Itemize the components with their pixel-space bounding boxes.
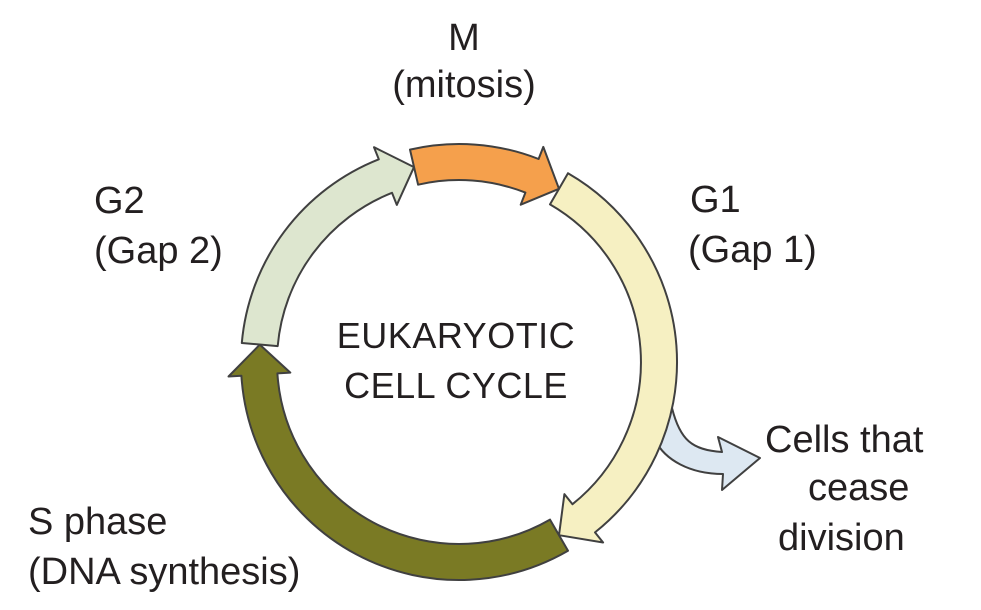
g2-phase-label: G2 [94, 180, 145, 222]
m-arc-arrow [409, 143, 560, 206]
center-title-line-2: CELL CYCLE [344, 365, 568, 406]
exit-label-line-2: cease [808, 467, 909, 509]
g1-arc-arrow [549, 172, 679, 544]
s-phase-sublabel: (DNA synthesis) [28, 551, 300, 593]
s-phase-label: S phase [28, 501, 167, 543]
s-phase-arc-arrow [227, 343, 569, 581]
exit-label-line-3: division [778, 517, 905, 559]
m-phase-label: M [448, 17, 480, 59]
m-phase-sublabel: (mitosis) [392, 64, 536, 106]
g2-phase-sublabel: (Gap 2) [94, 230, 223, 272]
exit-label-line-1: Cells that [765, 419, 924, 461]
exit-arrow [654, 407, 761, 491]
g1-phase-label: G1 [690, 179, 741, 221]
center-title-line-1: EUKARYOTIC [337, 315, 575, 356]
g2-arc-arrow [240, 146, 415, 348]
g1-phase-sublabel: (Gap 1) [688, 229, 817, 271]
